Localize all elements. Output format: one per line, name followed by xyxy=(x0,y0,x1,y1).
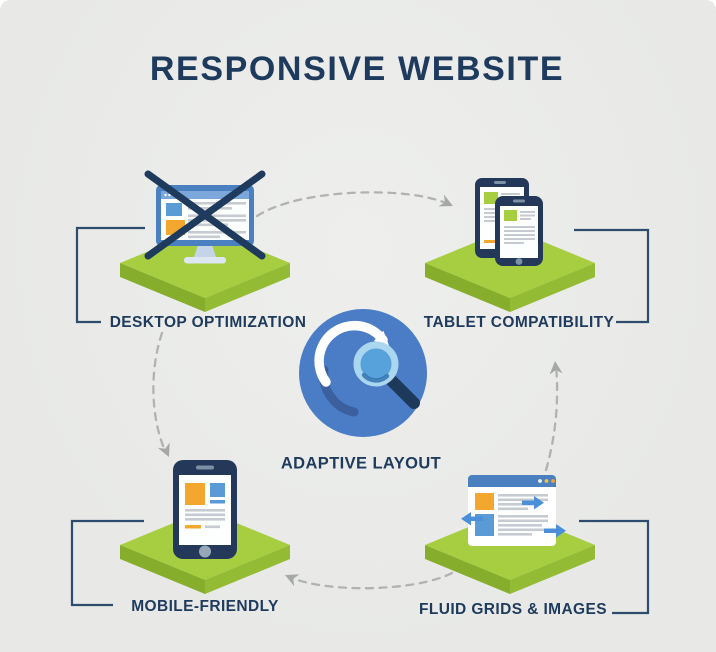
arrowhead-to-mobile-left xyxy=(157,442,170,457)
connector-desktop-to-mobile xyxy=(152,331,168,455)
browser-fluid-arrows-icon xyxy=(425,475,595,594)
label-tablet-compatibility: TABLET COMPATIBILITY xyxy=(423,314,615,331)
page-title: RESPONSIVE WEBSITE xyxy=(149,50,565,88)
connector-fluid-to-tablet xyxy=(544,363,559,472)
desktop-crossed-icon xyxy=(120,170,290,312)
label-desktop-optimization: DESKTOP OPTIMIZATION xyxy=(109,314,307,331)
arrowhead-to-mobile-bottom xyxy=(285,574,300,587)
arrowhead-to-tablet-right xyxy=(549,361,563,375)
bracket-bottom-left xyxy=(70,519,144,607)
fluid-resize-arrows xyxy=(461,496,566,538)
connector-desktop-to-tablet xyxy=(255,191,450,218)
bracket-top-left xyxy=(75,226,145,324)
bracket-bottom-right xyxy=(579,519,650,615)
label-mobile-friendly: MOBILE-FRIENDLY xyxy=(131,598,279,615)
bracket-top-right xyxy=(574,228,650,324)
tablets-icon xyxy=(425,178,595,312)
connector-fluid-to-mobile xyxy=(288,571,454,590)
arrowhead-to-tablet-top xyxy=(438,194,453,207)
magnifier-refresh-icon xyxy=(299,309,427,437)
smartphone-icon xyxy=(120,460,290,594)
label-fluid-grids-images: FLUID GRIDS & IMAGES xyxy=(419,601,607,618)
label-adaptive-layout: ADAPTIVE LAYOUT xyxy=(280,454,442,473)
